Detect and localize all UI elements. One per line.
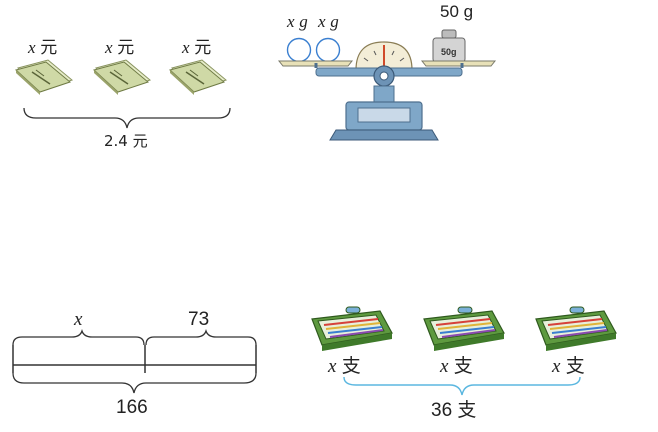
notebook-price-label-1: x 元 — [28, 38, 58, 58]
left-pan-label-2: x g — [318, 12, 339, 31]
notebook-price-label-3: x 元 — [182, 38, 212, 58]
pencil-total-label: 36 支 — [431, 400, 477, 421]
pencil-count-label-1: x 支 — [328, 355, 361, 377]
notebooks-group: x 元 x 元 x 元 2.4 元 — [0, 0, 240, 160]
notebooks-total-label: 2.4 元 — [104, 132, 148, 150]
balance-group: x g x g 50 g 50g — [270, 0, 510, 150]
weight-label: 50 g — [440, 2, 474, 21]
pencil-count-label-3: x 支 — [552, 355, 585, 377]
segment-line-with-braces — [12, 328, 257, 394]
pencil-count-label-2: x 支 — [440, 355, 473, 377]
segment-part-value-label: 73 — [188, 309, 210, 330]
weight-stamp: 50g — [441, 47, 457, 57]
notebook-icon-1 — [14, 59, 74, 95]
segment-diagram: x 73 166 — [0, 295, 280, 425]
pencil-boxes-group: x 支 x 支 x 支 36 支 — [290, 295, 640, 425]
segment-total-label: 166 — [116, 397, 148, 418]
notebook-icon-3 — [168, 59, 228, 95]
left-pan-label-1: x g — [287, 12, 308, 31]
pencil-case-icon-1 — [311, 306, 393, 351]
pencil-case-icon-3 — [535, 306, 617, 351]
pencil-total-brace — [343, 376, 581, 396]
notebook-price-label-2: x 元 — [105, 38, 135, 58]
notebook-icon-2 — [92, 59, 152, 95]
notebooks-total-brace — [23, 107, 231, 129]
pencil-case-icon-2 — [423, 306, 505, 351]
balance-scale-icon — [277, 29, 497, 141]
segment-part-x-label: x — [74, 309, 83, 330]
